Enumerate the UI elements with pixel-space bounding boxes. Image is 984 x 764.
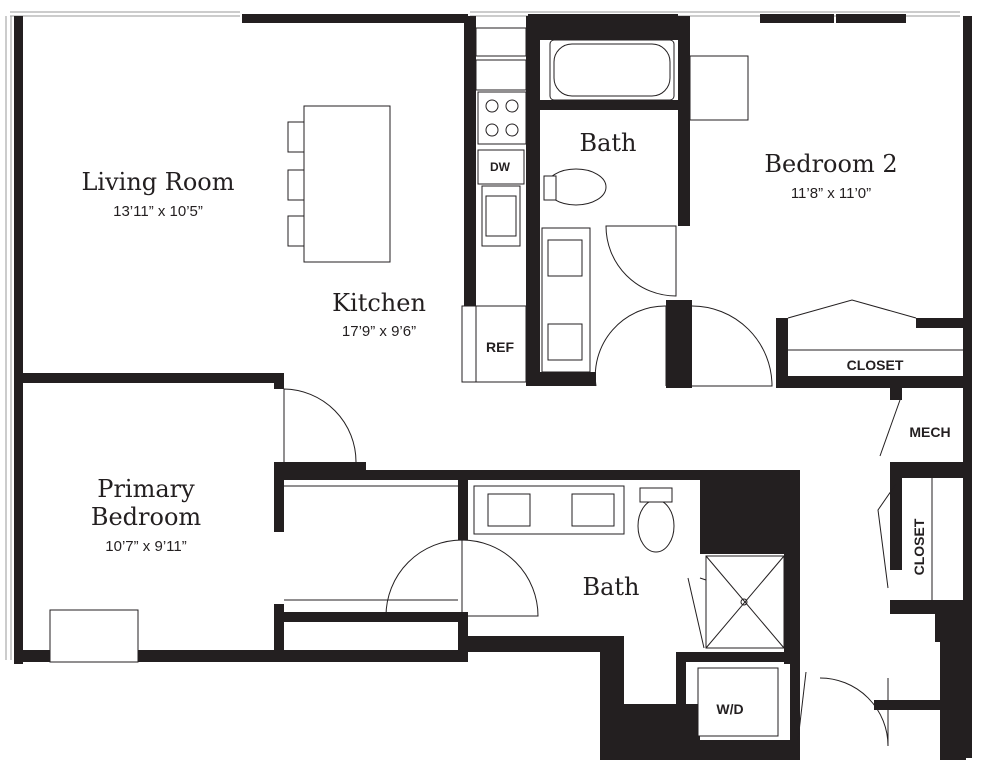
- washer-dryer: [697, 667, 779, 737]
- primary-bedroom-name-line1: Primary: [97, 475, 195, 503]
- bedroom2-name: Bedroom 2: [764, 150, 897, 178]
- toilet-2: [637, 499, 675, 553]
- hall-closet-label: CLOSET: [911, 518, 927, 575]
- dishwasher-label: DW: [490, 160, 511, 174]
- refrigerator: [475, 305, 527, 383]
- primary-bedroom-bench: [49, 609, 139, 663]
- cooktop: [477, 91, 527, 145]
- walls: [14, 14, 972, 760]
- door-swings: [283, 225, 917, 747]
- kitchen-name: Kitchen: [332, 289, 426, 317]
- primary-bedroom-name-line2: Bedroom: [91, 503, 202, 531]
- upper-cabinet: [475, 27, 527, 57]
- bath1-fixtures: [541, 39, 749, 373]
- washer-dryer-label: W/D: [716, 701, 743, 717]
- kitchen-island: [303, 105, 391, 263]
- primary-bedroom-dims: 10’7” x 9’11”: [105, 538, 186, 555]
- living-room-name: Living Room: [81, 168, 234, 196]
- bath2-name: Bath: [582, 573, 639, 601]
- bath1-name: Bath: [579, 129, 636, 157]
- living-room-dims: 13’11” x 10’5”: [113, 203, 203, 220]
- bath2-fixtures: [49, 485, 785, 663]
- bedroom2-dims: 11’8” x 11’0”: [791, 185, 871, 202]
- dishwasher: [477, 149, 525, 185]
- refrigerator-label: REF: [486, 339, 514, 355]
- kitchen-dims: 17’9” x 9’6”: [342, 323, 416, 340]
- bedroom2-chair: [689, 55, 749, 121]
- mech-label: MECH: [909, 424, 950, 440]
- kitchen-fixtures: [287, 27, 527, 383]
- bedroom2-closet-label: CLOSET: [847, 357, 904, 373]
- closet-shelves: [284, 349, 963, 737]
